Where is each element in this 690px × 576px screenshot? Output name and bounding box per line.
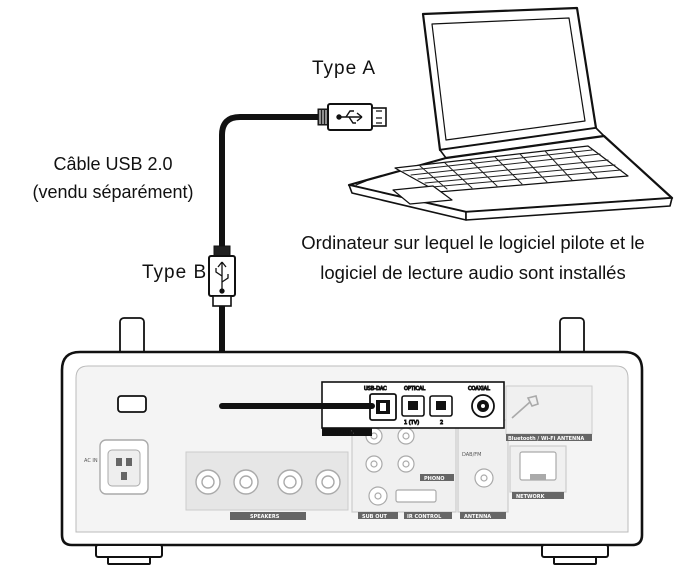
laptop-illustration bbox=[347, 6, 674, 221]
ir-control-label: IR CONTROL bbox=[407, 514, 442, 520]
phono-label: PHONO bbox=[424, 476, 445, 482]
computer-label-line2: logiciel de lecture audio sont installés bbox=[320, 262, 626, 283]
optical-label: OPTICAL bbox=[404, 386, 425, 392]
usb-symbol-icon bbox=[215, 261, 229, 294]
device-rear-panel: AC IN SPEAKERS PHONO SUB OUT bbox=[60, 317, 644, 565]
network-label: NETWORK bbox=[516, 494, 546, 500]
computer-label-line1: Ordinateur sur lequel le logiciel pilote… bbox=[301, 232, 645, 253]
antenna-label: ANTENNA bbox=[464, 514, 491, 520]
wrench-icon bbox=[511, 395, 539, 419]
dab-fm-antenna-input bbox=[457, 419, 509, 513]
speakers-terminal-block: SPEAKERS bbox=[185, 451, 349, 520]
cable-label-line1: Câble USB 2.0 bbox=[53, 154, 173, 174]
ac-in-label: AC IN bbox=[84, 458, 98, 464]
bt-wifi-antenna-label: Bluetooth / Wi-Fi ANTENNA bbox=[508, 436, 584, 442]
analog-inputs bbox=[351, 419, 457, 513]
digital-in-label: DIGITAL IN bbox=[325, 430, 355, 436]
coaxial-label: COAXIAL bbox=[468, 386, 490, 392]
bt-wifi-area: Bluetooth / Wi-Fi ANTENNA bbox=[505, 385, 593, 442]
dab-fm-label: DAB/FM bbox=[462, 452, 482, 458]
usb-type-a-connector bbox=[317, 103, 387, 131]
type-a-label: Type A bbox=[312, 58, 377, 79]
optical-2-label: 2 bbox=[440, 420, 443, 426]
sub-out-label: SUB OUT bbox=[362, 514, 388, 520]
usb-symbol-icon bbox=[336, 110, 363, 124]
network-port bbox=[509, 445, 567, 493]
usb-cable bbox=[219, 114, 325, 251]
usb-type-b-connector bbox=[208, 245, 236, 307]
speakers-label: SPEAKERS bbox=[250, 514, 280, 520]
computer-label: Ordinateur sur lequel le logiciel pilote… bbox=[258, 228, 688, 288]
usb-dac-label: USB-DAC bbox=[364, 386, 387, 392]
cable-label-line2: (vendu séparément) bbox=[32, 182, 194, 202]
device-feet bbox=[95, 544, 609, 565]
type-b-label: Type B bbox=[142, 262, 208, 283]
optical-1-label: 1 (TV) bbox=[404, 420, 419, 426]
cable-label: Câble USB 2.0 (vendu séparément) bbox=[0, 150, 238, 206]
ac-inlet bbox=[99, 439, 149, 495]
